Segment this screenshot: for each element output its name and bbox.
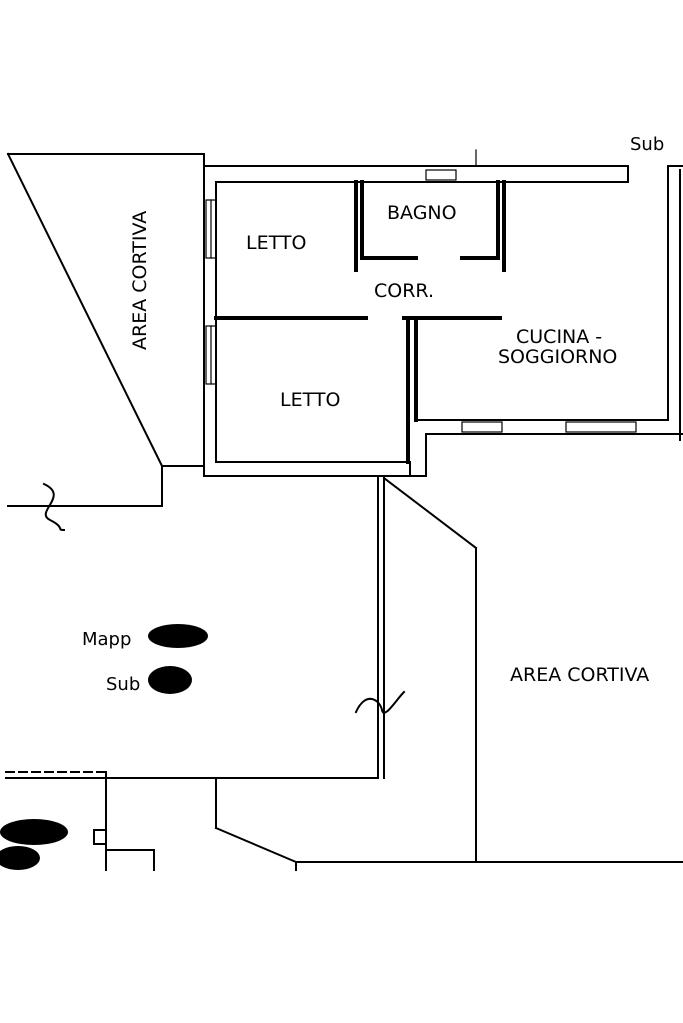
room-label-soggiorno: SOGGIORNO: [498, 346, 617, 368]
room-label-area-cortiva-left: AREA CORTIVA: [129, 211, 151, 350]
room-label-letto-1: LETTO: [246, 232, 306, 254]
windows: [205, 149, 637, 433]
apartment-walls: [203, 165, 683, 477]
cadastral-sub-fragment: Sub: [630, 134, 664, 155]
interior-walls: [214, 180, 506, 464]
redaction-mapp: [148, 624, 208, 648]
redaction-sub: [148, 666, 192, 694]
room-label-area-cortiva-right: AREA CORTIVA: [510, 664, 649, 686]
break-mark-center: [354, 690, 406, 714]
room-label-letto-2: LETTO: [280, 389, 340, 411]
area-cortiva-right-shape: [382, 476, 478, 863]
room-label-bagno: BAGNO: [387, 202, 457, 224]
redaction-bottom-left-2: [0, 846, 40, 870]
lower-parcel-walls: [5, 475, 683, 871]
cadastral-mapp-label: Mapp: [82, 629, 131, 650]
cadastral-sub-label: Sub: [106, 674, 140, 695]
redaction-bottom-left-1: [0, 819, 68, 845]
room-label-cucina: CUCINA -: [516, 326, 602, 348]
area-cortiva-left-shape: [6, 152, 205, 507]
break-mark-left: [42, 482, 66, 532]
room-label-corr: CORR.: [374, 280, 434, 302]
